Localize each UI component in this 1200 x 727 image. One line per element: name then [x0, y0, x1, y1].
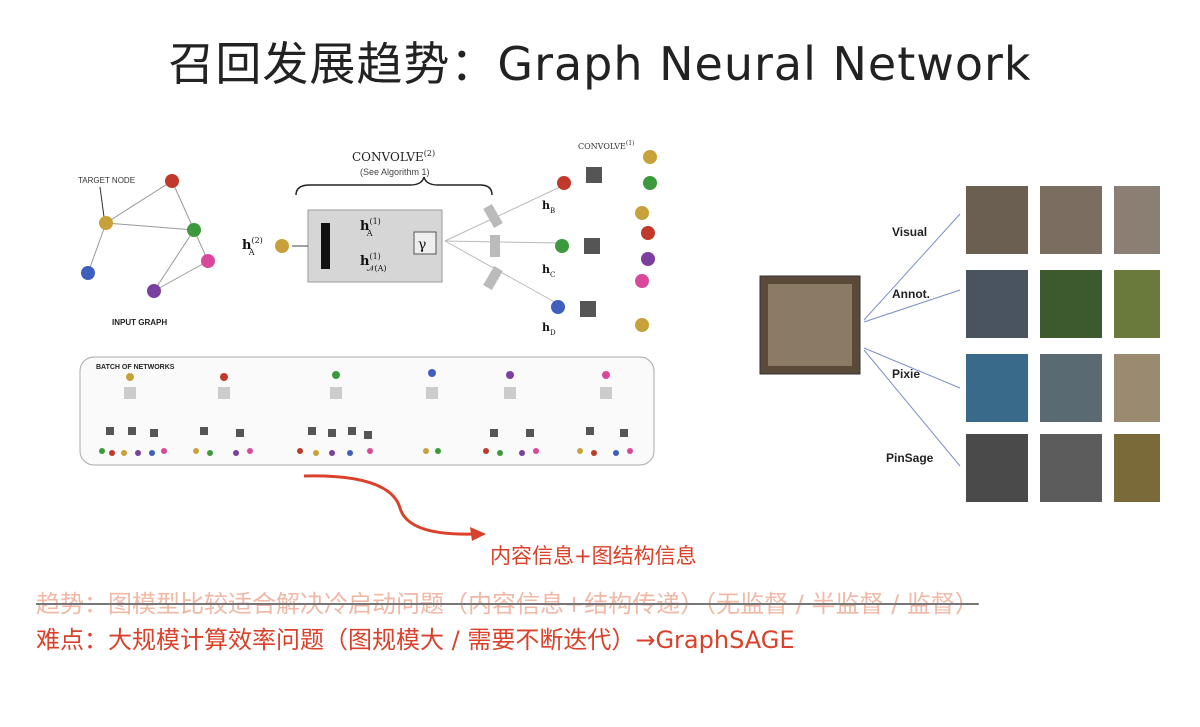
- arrow-note: 内容信息+图结构信息: [490, 544, 697, 568]
- label-annot: Annot.: [892, 287, 930, 301]
- h-b1: hB: [542, 199, 555, 215]
- result-thumbnails: [966, 186, 1160, 502]
- node-b-level1: [557, 176, 571, 190]
- input-graph-label: INPUT GRAPH: [112, 318, 167, 327]
- convolve2-label: CONVOLVE(2): [352, 149, 435, 164]
- curved-arrow: [303, 474, 486, 541]
- node-e: [147, 284, 161, 298]
- h-d1: hD: [542, 321, 556, 337]
- gamma-symbol: γ: [418, 237, 426, 253]
- aggregator-bar: [321, 223, 330, 269]
- h-n1: h(1)𝒩(A): [360, 252, 386, 273]
- comparison-diagram: Visual Annot. Pixie PinSage: [759, 186, 1160, 502]
- node-c-level1: [555, 239, 569, 253]
- target-node-label: TARGET NODE: [78, 176, 135, 185]
- gnn-diagram: TARGET NODE INPUT GRAPH CONVOLVE(2) (See…: [78, 140, 657, 466]
- node-a: [99, 216, 113, 230]
- input-graph-nodes: [81, 174, 215, 298]
- node-c: [187, 223, 201, 237]
- label-pinsage: PinSage: [886, 451, 934, 465]
- batch-label: BATCH OF NETWORKS: [96, 364, 175, 371]
- node-d-level1: [551, 300, 565, 314]
- node-d: [81, 266, 95, 280]
- h-a1: h(1)A: [360, 217, 381, 238]
- batch-trees: [99, 369, 633, 456]
- gamma-box: [413, 231, 437, 255]
- label-visual: Visual: [892, 225, 927, 239]
- trend-line: 趋势：图模型比较适合解决冷启动问题（内容信息+结构传递）（无监督 / 半监督 /…: [36, 590, 979, 618]
- see-algorithm-label: (See Algorithm 1): [360, 167, 430, 177]
- difficulty-line: 难点：大规模计算效率问题（图规模大 / 需要不断迭代）→GraphSAGE: [36, 626, 795, 654]
- h-a2: h(2)A: [242, 236, 263, 257]
- h-c1: hC: [542, 263, 555, 279]
- output-node-a: [275, 239, 289, 253]
- slide-title: 召回发展趋势：Graph Neural Network: [168, 37, 1032, 91]
- batch-box: [79, 356, 655, 466]
- convolve2-brace: [295, 176, 493, 196]
- node-b: [165, 174, 179, 188]
- label-pixie: Pixie: [892, 367, 920, 381]
- convolve1-label: CONVOLVE(1): [578, 140, 634, 151]
- node-f: [201, 254, 215, 268]
